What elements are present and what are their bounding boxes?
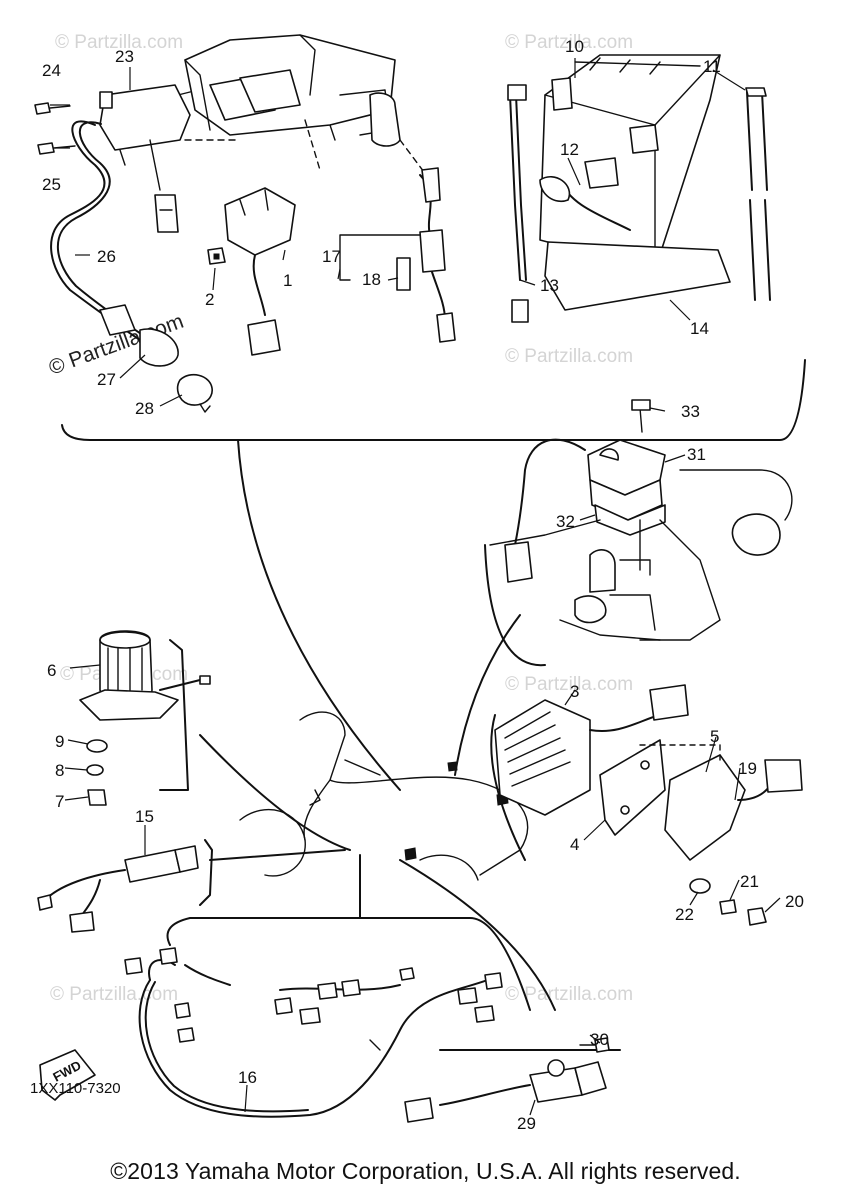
callout-7: 7 <box>55 792 64 811</box>
callout-10: 10 <box>565 37 584 56</box>
callout-8: 8 <box>55 761 64 780</box>
callout-25: 25 <box>42 175 61 194</box>
motorcycle-outline <box>239 711 529 881</box>
battery <box>507 54 771 323</box>
callout-4: 4 <box>570 835 579 854</box>
callout-29: 29 <box>517 1114 536 1133</box>
callout-9: 9 <box>55 732 64 751</box>
callout-27: 27 <box>97 370 116 389</box>
diagram-code: 1XX110-7320 <box>30 1080 121 1097</box>
neutral-switch <box>37 845 199 933</box>
callout-28: 28 <box>135 399 154 418</box>
callouts: 1 2 3 4 5 6 7 8 9 10 11 12 13 14 15 16 1… <box>42 37 804 1133</box>
callout-30: 30 <box>590 1030 609 1049</box>
group-brackets <box>61 359 806 1051</box>
bulb <box>176 373 213 413</box>
watermark: © Partzilla.com <box>505 674 633 695</box>
callout-26: 26 <box>97 247 116 266</box>
callout-6: 6 <box>47 661 56 680</box>
callout-13: 13 <box>540 276 559 295</box>
callout-15: 15 <box>135 807 154 826</box>
callout-22: 22 <box>675 905 694 924</box>
callout-11: 11 <box>703 57 721 76</box>
callout-16: 16 <box>238 1068 257 1087</box>
callout-12: 12 <box>560 140 579 159</box>
fuel-pump-assembly <box>489 399 793 641</box>
starter-motor <box>79 630 211 806</box>
rectifier-regulator <box>494 684 803 926</box>
watermark: © Partzilla.com <box>505 984 633 1005</box>
callout-33: 33 <box>681 402 700 421</box>
fuse-holder <box>339 167 456 343</box>
copyright-notice: ©2013 Yamaha Motor Corporation, U.S.A. A… <box>110 1158 741 1184</box>
callout-21: 21 <box>740 872 759 891</box>
callout-18: 18 <box>362 270 381 289</box>
callout-17: 17 <box>322 247 341 266</box>
leader-lines <box>50 58 781 1116</box>
watermark: © Partzilla.com <box>505 346 633 367</box>
sensor-assembly <box>404 1037 610 1123</box>
callout-19: 19 <box>738 759 757 778</box>
callout-2: 2 <box>205 290 214 309</box>
wire-harness <box>124 947 503 1118</box>
battery-box <box>177 34 431 181</box>
callout-32: 32 <box>556 512 575 531</box>
watermark: © Partzilla.com <box>505 32 633 53</box>
callout-1: 1 <box>283 271 292 290</box>
watermark: © Partzilla.com <box>55 32 183 53</box>
parts-diagram: © Partzilla.com © Partzilla.com © Partzi… <box>30 32 806 1133</box>
callout-5: 5 <box>710 727 719 746</box>
watermark: © Partzilla.com <box>50 984 178 1005</box>
callout-14: 14 <box>690 319 709 338</box>
callout-23: 23 <box>115 47 134 66</box>
ignition-coil <box>50 84 241 367</box>
callout-20: 20 <box>785 892 804 911</box>
callout-3: 3 <box>570 682 579 701</box>
callout-24: 24 <box>42 61 61 80</box>
starter-relay <box>207 187 296 356</box>
callout-31: 31 <box>687 445 706 464</box>
bolts-24-25 <box>34 102 76 155</box>
fwd-arrow: FWD <box>39 1049 96 1101</box>
